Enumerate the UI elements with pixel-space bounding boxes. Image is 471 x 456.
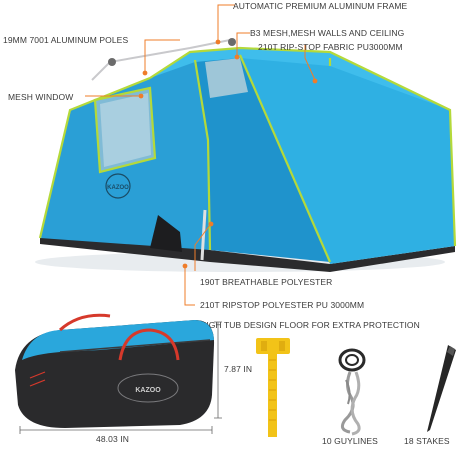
label-floor-line1: 210T RIPSTOP POLYESTER PU 3000MM <box>200 300 365 310</box>
label-aluminum-poles: 19MM 7001 ALUMINUM POLES <box>3 35 129 45</box>
label-mesh-walls: B3 MESH,MESH WALLS AND CEILING <box>250 28 405 38</box>
tent-door-opening <box>150 215 182 252</box>
brand-logo-text: KAZOO <box>107 185 129 191</box>
label-mesh-window: MESH WINDOW <box>8 92 74 102</box>
frame-hub <box>108 58 116 66</box>
mesh-window-inner <box>100 93 151 167</box>
tent-right-wall <box>240 55 455 264</box>
callout-dots <box>138 39 318 269</box>
tent-trim <box>38 46 457 263</box>
brand-logo <box>105 173 131 199</box>
tent-roof <box>150 48 450 110</box>
label-stakes: 18 STAKES <box>404 436 450 446</box>
roof-mesh-vent <box>205 58 248 98</box>
label-bag-height: 7.87 IN <box>224 364 253 374</box>
label-bag-length: 48.03 IN <box>96 434 129 444</box>
label-ripstop-fabric: 210T RIP-STOP FABRIC PU3000MM <box>258 42 403 52</box>
frame-poles <box>91 39 231 261</box>
label-guylines: 10 GUYLINES <box>322 436 378 446</box>
tent-front-door <box>195 55 330 262</box>
frame-hub <box>228 38 236 46</box>
callout-lines <box>85 4 316 306</box>
label-floor-line2: HIGH TUB DESIGN FLOOR FOR EXTRA PROTECTI… <box>200 320 420 330</box>
label-breathable-polyester: 190T BREATHABLE POLYESTER <box>200 277 333 287</box>
label-aluminum-frame: AUTOMATIC PREMIUM ALUMINUM FRAME <box>233 1 408 11</box>
